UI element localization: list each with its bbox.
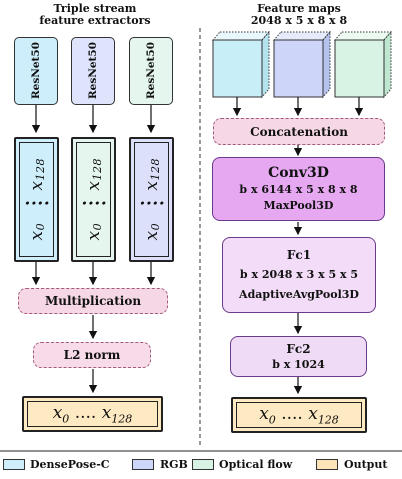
- multiplication-box: Multiplication: [18, 288, 168, 314]
- fc2-box: Fc2 b x 1024: [230, 336, 367, 377]
- output-vector-left: x0 .... x128: [22, 396, 163, 432]
- legend-label-optical-flow: Optical flow: [219, 458, 293, 471]
- legend-swatch-rgb: [132, 459, 154, 470]
- feature-vector-rgb: x0 .... x128: [71, 137, 116, 262]
- left-heading-line2: feature extractors: [39, 14, 151, 27]
- legend-label-output: Output: [344, 458, 388, 471]
- backbone-label: ResNet50: [30, 42, 42, 100]
- feature-map-cube-rgb: [272, 30, 332, 99]
- left-heading-line1: Triple stream: [53, 2, 137, 15]
- backbone-label: ResNet50: [145, 42, 157, 100]
- conv3d-pool: MaxPool3D: [263, 199, 334, 212]
- fc1-shape: b x 2048 x 3 x 5 x 5: [239, 268, 359, 281]
- legend-swatch-output: [316, 459, 338, 470]
- conv3d-shape: b x 6144 x 5 x 8 x 8: [239, 183, 358, 196]
- feature-vector-text: x0 .... x128: [23, 158, 50, 241]
- output-vector-text: x0 .... x128: [259, 403, 339, 427]
- legend-label-rgb: RGB: [160, 458, 188, 471]
- right-heading-line1: Feature maps: [257, 2, 341, 15]
- feature-vector-densepose: x0 .... x128: [14, 137, 59, 262]
- concatenation-label: Concatenation: [250, 124, 348, 139]
- fc1-title: Fc1: [286, 248, 312, 262]
- fc1-pool: AdaptiveAvgPool3D: [239, 288, 359, 301]
- backbone-densepose: ResNet50: [14, 37, 58, 105]
- output-vector-right: x0 .... x128: [231, 397, 367, 433]
- legend-swatch-densepose: [3, 459, 25, 470]
- feature-vector-text: x0 .... x128: [138, 158, 165, 241]
- concatenation-box: Concatenation: [213, 118, 385, 145]
- multiplication-label: Multiplication: [44, 294, 142, 308]
- output-vector-text: x0 .... x128: [52, 402, 133, 426]
- backbone-label: ResNet50: [87, 42, 99, 100]
- l2-norm-label: L2 norm: [63, 348, 121, 362]
- conv3d-title: Conv3D: [268, 165, 329, 181]
- right-heading: Feature maps 2048 x 5 x 8 x 8: [224, 3, 374, 27]
- fc2-shape: b x 1024: [272, 357, 325, 371]
- fc2-title: Fc2: [286, 341, 311, 356]
- feature-map-cube-optical-flow: [333, 30, 393, 99]
- feature-map-cube-densepose: [211, 30, 271, 99]
- l2-norm-box: L2 norm: [33, 342, 151, 368]
- fc1-box: Fc1 b x 2048 x 3 x 5 x 5 AdaptiveAvgPool…: [222, 237, 376, 313]
- feature-vector-text: x0 .... x128: [80, 158, 107, 241]
- right-heading-line2: 2048 x 5 x 8 x 8: [250, 14, 348, 27]
- backbone-rgb: ResNet50: [71, 37, 115, 105]
- conv3d-box: Conv3D b x 6144 x 5 x 8 x 8 MaxPool3D: [212, 157, 385, 221]
- legend-label-densepose: DensePose-C: [30, 458, 110, 471]
- backbone-optical-flow: ResNet50: [129, 37, 173, 105]
- left-heading: Triple stream feature extractors: [20, 3, 170, 27]
- feature-vector-optical-flow: x0 .... x128: [129, 137, 174, 262]
- legend-swatch-optical-flow: [192, 459, 214, 470]
